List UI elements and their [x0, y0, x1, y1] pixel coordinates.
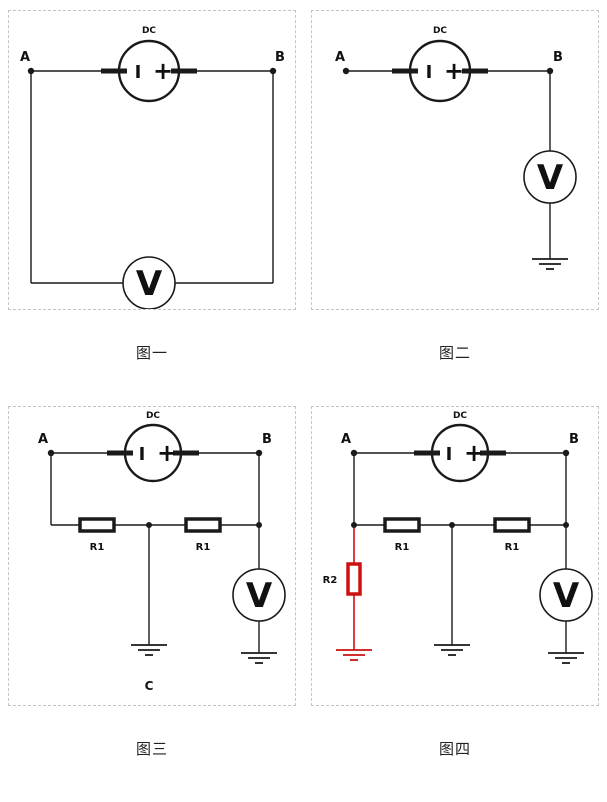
- page: DC I + V A B 图一: [8, 10, 599, 758]
- junction-middle-dot: [146, 522, 152, 528]
- resistor-r1-left-label: R1: [90, 542, 105, 553]
- current-source-plus-label: +: [464, 439, 484, 467]
- dc-label: DC: [142, 26, 156, 36]
- node-c-label: C: [145, 679, 154, 693]
- circuit-diagram-4: DC I + R1 R1: [311, 406, 599, 706]
- ground-icon-right: [548, 652, 584, 664]
- node-a-dot: [27, 67, 35, 75]
- junction-right-dot: [256, 522, 262, 528]
- node-b-dot: [546, 67, 554, 75]
- node-b-dot: [255, 449, 263, 457]
- voltmeter-icon: V: [122, 256, 176, 309]
- circuit-diagram-1: DC I + V A B: [8, 10, 296, 310]
- figure-1: DC I + V A B 图一: [8, 10, 296, 406]
- node-a-label: A: [20, 50, 30, 65]
- ground-icon-right: [241, 652, 277, 664]
- current-source-i-label: I: [426, 62, 433, 83]
- resistor-r1-right-icon: R1: [184, 517, 222, 553]
- figure-3-caption: 图三: [135, 740, 168, 758]
- resistor-r2-shunt-icon: R2: [323, 525, 362, 650]
- dc-label: DC: [453, 411, 467, 421]
- current-source-i-label: I: [139, 444, 146, 465]
- voltmeter-label: V: [136, 264, 163, 304]
- resistor-r1-left-icon: R1: [383, 517, 421, 553]
- dc-current-source-icon: DC I +: [107, 411, 199, 483]
- voltmeter-label: V: [246, 576, 273, 616]
- node-a-label: A: [335, 50, 345, 65]
- current-source-i-label: I: [135, 62, 142, 83]
- wires: [346, 70, 551, 259]
- node-a-dot: [47, 449, 55, 457]
- junction-left-dot: [351, 522, 357, 528]
- voltmeter-icon: V: [523, 150, 577, 204]
- circuit-diagram-3: DC I + R1 R1 V: [8, 406, 296, 706]
- circuit-svg-1: DC I + V A B: [20, 26, 285, 309]
- figure-4: DC I + R1 R1: [311, 406, 599, 802]
- ground-icon: [532, 258, 568, 270]
- wires: [50, 452, 260, 653]
- node-b-label: B: [553, 50, 563, 65]
- ground-icon-middle: [434, 644, 470, 656]
- resistor-r1-left-icon: R1: [78, 517, 116, 553]
- circuit-svg-3: DC I + R1 R1 V: [38, 411, 286, 693]
- voltmeter-label: V: [553, 576, 580, 616]
- current-source-plus-label: +: [153, 57, 173, 85]
- voltmeter-icon: V: [539, 568, 593, 622]
- node-b-label: B: [569, 432, 579, 447]
- figure-1-caption: 图一: [135, 344, 168, 362]
- dc-label: DC: [433, 26, 447, 36]
- node-a-dot: [350, 449, 358, 457]
- resistor-r1-right-label: R1: [196, 542, 211, 553]
- circuit-svg-2: DC I + V A B: [335, 26, 577, 270]
- junction-middle-dot: [449, 522, 455, 528]
- figure-2: DC I + V A B: [311, 10, 599, 406]
- figure-3: DC I + R1 R1 V: [8, 406, 296, 802]
- current-source-plus-label: +: [157, 439, 177, 467]
- dc-current-source-icon: DC I +: [414, 411, 506, 483]
- resistor-r1-left-label: R1: [395, 542, 410, 553]
- dc-current-source-icon: DC I +: [101, 26, 197, 103]
- ground-icon-left-red: [336, 649, 372, 661]
- resistor-r2-label: R2: [323, 575, 338, 586]
- resistor-r1-right-icon: R1: [493, 517, 531, 553]
- ground-icon-middle: [131, 644, 167, 656]
- figure-4-caption: 图四: [438, 740, 471, 758]
- current-source-plus-label: +: [444, 57, 464, 85]
- figure-2-caption: 图二: [438, 344, 471, 362]
- wires: [30, 70, 274, 284]
- circuit-svg-4: DC I + R1 R1: [323, 411, 593, 664]
- node-b-dot: [562, 449, 570, 457]
- circuit-diagram-2: DC I + V A B: [311, 10, 599, 310]
- node-a-dot: [342, 67, 350, 75]
- voltmeter-icon: V: [232, 568, 286, 622]
- junction-right-dot: [563, 522, 569, 528]
- node-a-label: A: [341, 432, 351, 447]
- node-b-label: B: [275, 50, 285, 65]
- current-source-i-label: I: [446, 444, 453, 465]
- node-a-label: A: [38, 432, 48, 447]
- resistor-r1-right-label: R1: [505, 542, 520, 553]
- node-b-label: B: [262, 432, 272, 447]
- dc-label: DC: [146, 411, 160, 421]
- node-b-dot: [269, 67, 277, 75]
- figures-grid: DC I + V A B 图一: [8, 10, 607, 802]
- dc-current-source-icon: DC I +: [392, 26, 488, 103]
- voltmeter-label: V: [537, 158, 564, 198]
- wires: [353, 452, 567, 653]
